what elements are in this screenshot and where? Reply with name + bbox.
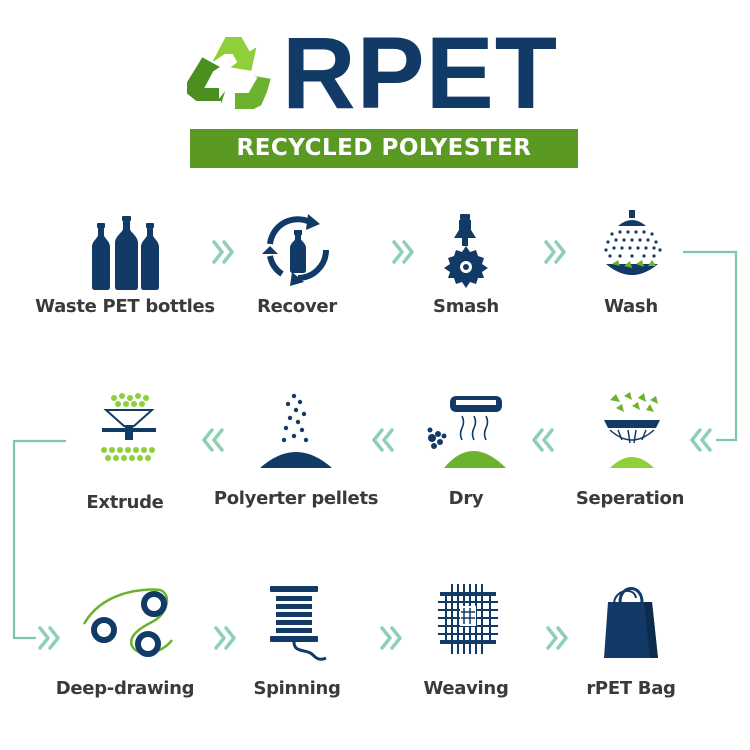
step-label-waste-pet-bottles: Waste PET bottles [35,296,215,317]
step-label-polyerter-pellets: Polyerter pellets [213,488,379,509]
step-label-spinning: Spinning [253,678,341,699]
rollers-icon [82,588,174,657]
arrow-left-icon [532,428,554,452]
loom-icon [438,584,498,654]
extruder-icon [101,393,156,461]
arrow-left-icon [690,428,712,452]
subtitle-banner: RECYCLED POLYESTER [190,129,578,168]
step-label-extrude: Extrude [86,492,164,513]
step-label-smash: Smash [433,296,499,317]
recover-cycle-icon [262,214,329,286]
step-label-rpet-bag: rPET Bag [586,678,676,699]
arrow-left-icon [202,428,224,452]
arrow-left-icon [372,428,394,452]
dryer-icon [427,396,506,468]
step-label-wash: Wash [604,296,658,317]
step-label-recover: Recover [257,296,337,317]
arrow-right-icon [38,626,60,650]
connector-line [12,439,66,640]
recycle-logo-icon [185,35,274,111]
page-title: RPET [282,16,559,130]
spool-icon [270,586,327,661]
arrow-right-icon [392,240,414,264]
bottles-icon [92,216,159,290]
pellets-pile-icon [260,393,332,468]
arrow-right-icon [214,626,236,650]
connector-line [683,250,738,442]
smash-blade-icon [444,214,488,288]
arrow-right-icon [212,240,234,264]
separation-sieve-icon [604,392,660,468]
step-label-seperation: Seperation [575,488,685,509]
step-label-weaving: Weaving [423,678,509,699]
arrow-right-icon [380,626,402,650]
step-label-dry: Dry [448,488,484,509]
step-label-deep-drawing: Deep-drawing [55,678,195,699]
shower-wash-icon [604,210,662,275]
arrow-right-icon [544,240,566,264]
arrow-right-icon [546,626,568,650]
bag-icon [604,587,658,658]
